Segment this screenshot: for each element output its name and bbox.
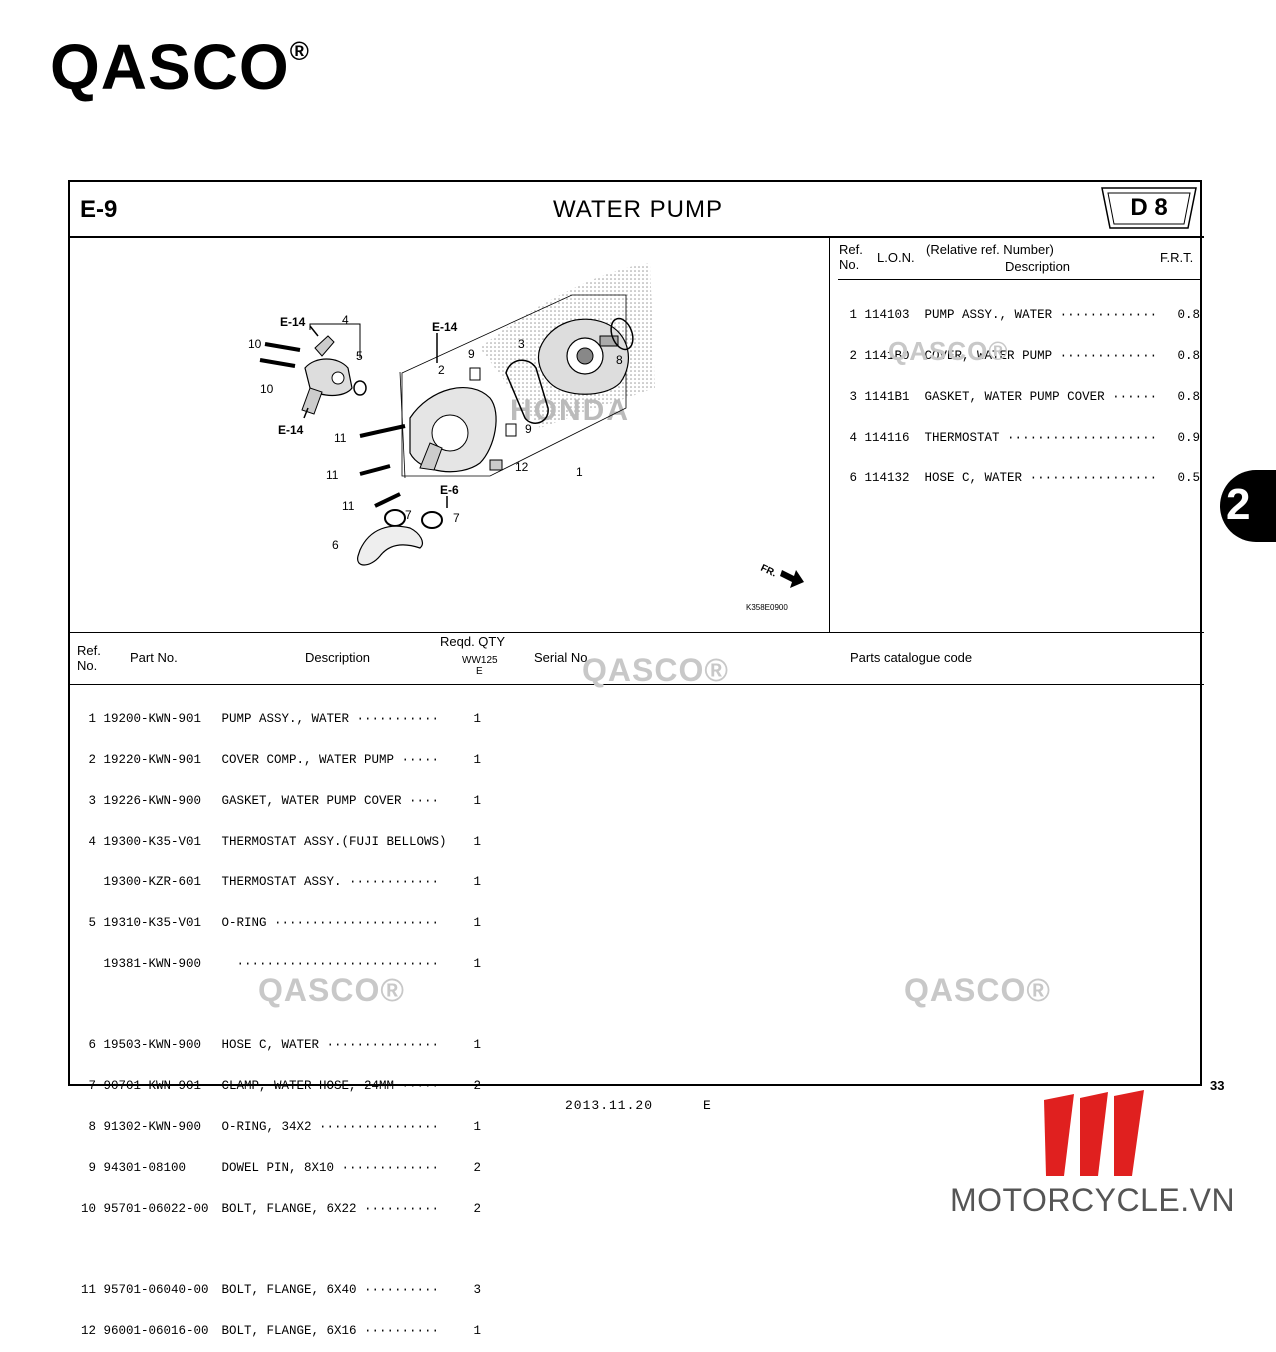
svg-text:10: 10 [260, 382, 274, 396]
top-table-frt-column: 0.8 0.8 0.8 0.9 0.5 [1172, 282, 1200, 500]
svg-text:12: 12 [515, 460, 529, 474]
table-row: 2 1141B0 COVER, WATER PUMP ············· [849, 348, 1158, 363]
parts-header-model: WW125 [462, 655, 498, 666]
page-frame [68, 180, 1202, 1086]
gasket-shape [505, 359, 549, 424]
frt-value: 0.8 [1177, 389, 1200, 404]
top-table-header-desc: Description [1005, 259, 1071, 274]
svg-text:2: 2 [438, 363, 445, 377]
svg-text:3: 3 [518, 337, 525, 351]
svg-text:11: 11 [326, 468, 339, 482]
svg-text:10: 10 [248, 337, 262, 351]
svg-text:E-14: E-14 [278, 423, 304, 437]
watermark: QASCO® [582, 652, 729, 688]
brand-logo: QASCO® [50, 30, 310, 104]
section-code: E-9 [80, 196, 118, 223]
watermark: QASCO® [258, 972, 405, 1008]
pump-assembly-shape [537, 318, 629, 395]
chapter-tab [1220, 470, 1276, 542]
table-row: 3 1141B1 GASKET, WATER PUMP COVER ······ [849, 389, 1158, 404]
footer-date: 2013.11.20 [565, 1098, 654, 1113]
svg-text:4: 4 [342, 313, 349, 327]
o-ring-shape [610, 317, 634, 351]
brand-name: QASCO [50, 31, 290, 103]
svg-text:9: 9 [525, 422, 532, 436]
svg-text:7: 7 [453, 511, 460, 525]
parts-table-header-divider [68, 684, 1204, 685]
top-table-header-ref: Ref. No. [839, 242, 863, 272]
motorcycle-vn-text: MOTORCYCLE.VN [950, 1182, 1236, 1218]
front-arrow-icon [780, 570, 804, 588]
top-table-header-rule [838, 279, 1202, 280]
water-pump-exploded-diagram: HONDA E-1 [248, 263, 804, 612]
svg-text:11: 11 [334, 431, 347, 445]
parts-header-model-sub: E [476, 666, 483, 677]
table-row: 19381-KWN-900 ··························… [103, 956, 482, 971]
frt-value: 0.8 [1177, 348, 1200, 363]
header-divider [68, 236, 1204, 238]
table-row: 6 114132 HOSE C, WATER ················· [849, 471, 1158, 486]
svg-text:8: 8 [616, 353, 623, 367]
top-table-header-frt: F.R.T. [1160, 250, 1194, 265]
diagram-table-divider [829, 237, 830, 633]
frt-value: 0.9 [1177, 430, 1200, 445]
parts-header-ref: Ref. No. [77, 643, 101, 673]
parts-header-qty: Reqd. QTY [440, 634, 506, 649]
thermostat-shape [301, 335, 353, 415]
pump-assy-outline [401, 294, 627, 477]
svg-text:5: 5 [356, 349, 363, 363]
motorcycle-m-logo-icon [1044, 1090, 1144, 1176]
table-row: 1 114103 PUMP ASSY., WATER ············· [849, 308, 1158, 323]
frt-value: 0.8 [1177, 308, 1200, 323]
svg-text:E-6: E-6 [440, 483, 459, 497]
svg-text:6: 6 [332, 538, 339, 552]
footer-suffix: E [703, 1098, 711, 1113]
top-table-header-lon: L.O.N. [877, 250, 915, 265]
svg-text:E-14: E-14 [280, 315, 306, 329]
model-code: D 8 [1130, 194, 1168, 221]
front-label: FR. [759, 563, 778, 580]
top-table-header-rel: (Relative ref. Number) [926, 242, 1054, 257]
watermark: QASCO® [904, 972, 1051, 1008]
page-title: WATER PUMP [553, 196, 723, 223]
svg-text:1: 1 [576, 465, 583, 479]
model-code-badge [1101, 187, 1197, 229]
top-table-rows: 1 114103 PUMP ASSY., WATER ·············… [841, 282, 1157, 500]
page-number: 33 [1210, 1078, 1225, 1093]
brand-reg-mark: ® [289, 36, 310, 66]
hose-shape [357, 525, 423, 566]
parts-header-catalogue: Parts catalogue code [850, 650, 973, 665]
parts-header-serial: Serial No. [534, 650, 592, 665]
cover-shape [409, 387, 497, 473]
parts-table-top-divider [68, 632, 1204, 633]
frt-value: 0.5 [1177, 471, 1200, 486]
svg-text:11: 11 [342, 499, 355, 513]
diagram-code: K358E0900 [746, 603, 788, 612]
svg-text:9: 9 [468, 347, 475, 361]
parts-header-part-no: Part No. [130, 650, 178, 665]
watermark: QASCO® [888, 336, 1009, 366]
parts-header-description: Description [305, 650, 371, 665]
table-row: 4 114116 THERMOSTAT ···················· [849, 430, 1158, 445]
svg-text:E-14: E-14 [432, 320, 458, 334]
svg-text:7: 7 [405, 508, 412, 522]
chapter-tab-label: 2 [1226, 480, 1251, 529]
